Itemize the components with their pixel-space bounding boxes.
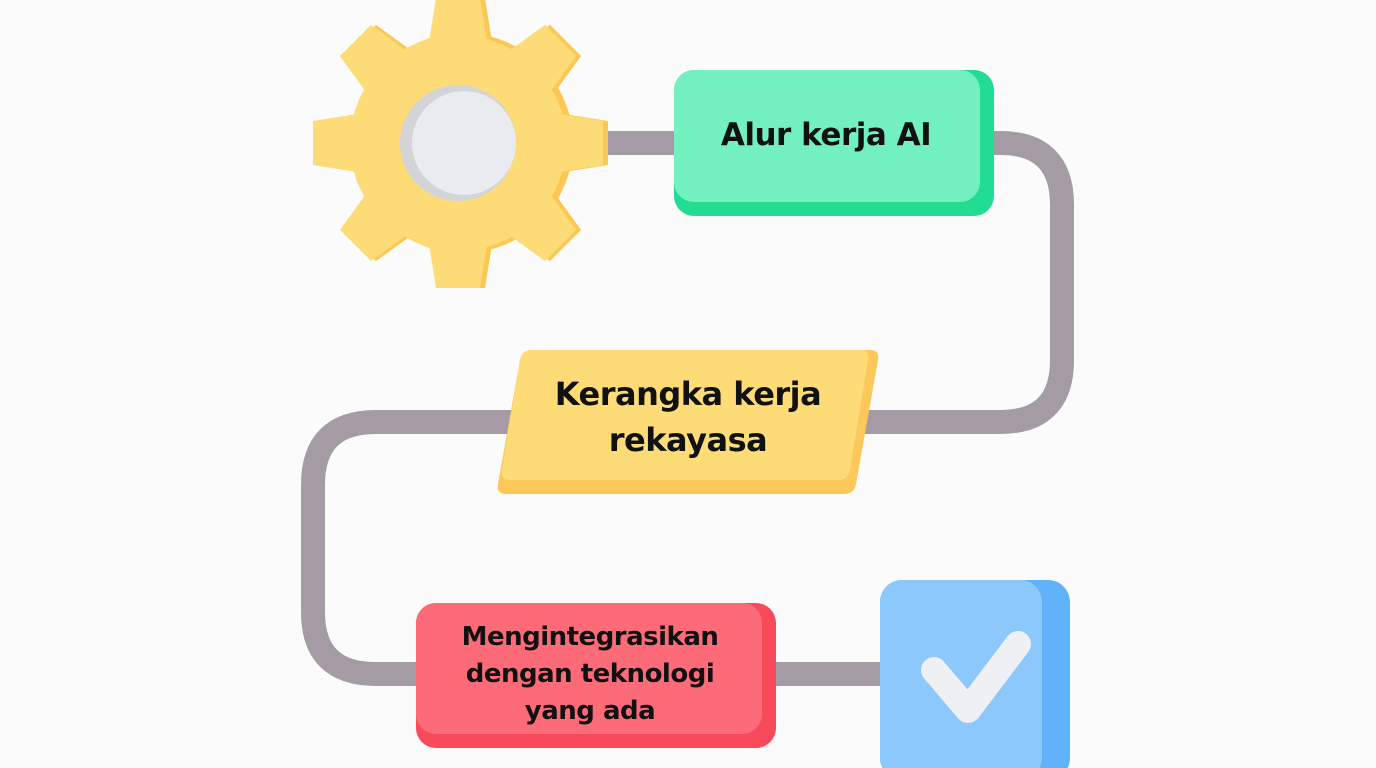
step2-text-line1: Kerangka kerja xyxy=(554,375,822,413)
checkmark-icon xyxy=(880,580,1070,768)
step3-text-line1: Mengintegrasikan xyxy=(461,621,719,652)
step2-text-line2: rekayasa xyxy=(608,421,768,459)
step1-text: Alur kerja AI xyxy=(720,117,932,153)
step-engineering-framework xyxy=(497,350,879,494)
step3-label: Mengintegrasikan dengan teknologi yang a… xyxy=(418,606,762,742)
step-ai-workflow xyxy=(674,70,994,216)
step-integrate-technology xyxy=(416,603,776,748)
step2-label: Kerangka kerja rekayasa xyxy=(510,352,866,482)
step3-text-line2: dengan teknologi xyxy=(465,658,715,689)
step1-label: Alur kerja AI xyxy=(676,72,976,198)
step3-text-line3: yang ada xyxy=(524,695,656,726)
gear-icon xyxy=(313,0,608,288)
